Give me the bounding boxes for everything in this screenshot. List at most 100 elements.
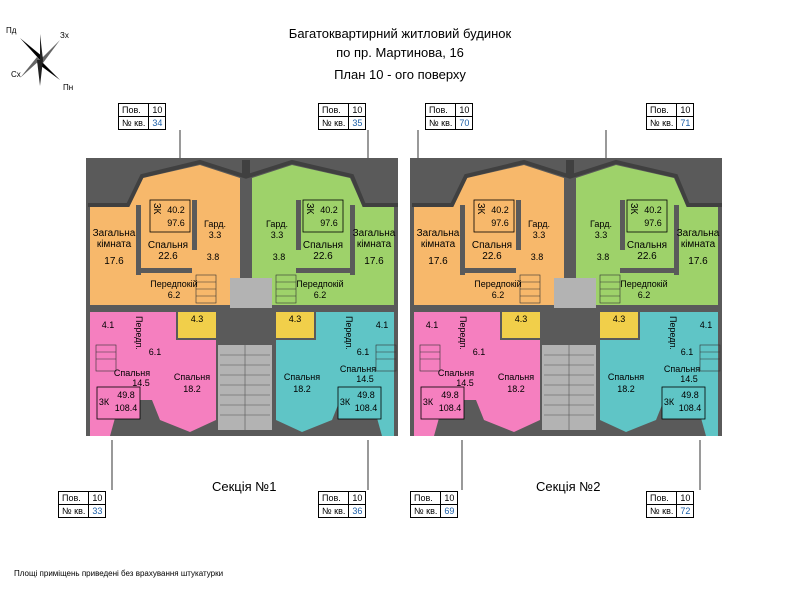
table-floor: 10 bbox=[348, 491, 367, 505]
table-row2-label: № кв. bbox=[645, 504, 678, 518]
apt-table-70: Пов.10 № кв.70 bbox=[424, 103, 474, 130]
s2-wardrobe-label: Гард. bbox=[528, 219, 550, 229]
table-row1-label: Пов. bbox=[645, 103, 678, 117]
s2-p-bed2-area: 18.2 bbox=[507, 384, 525, 394]
s2-hall2-area: 6.2 bbox=[637, 290, 651, 300]
s1-t-hall-area: 6.1 bbox=[356, 347, 370, 357]
table-floor: 10 bbox=[348, 103, 367, 117]
compass-se: Пн bbox=[63, 83, 74, 92]
title-line1: Багатоквартирний житловий будинок bbox=[288, 26, 512, 41]
s2-living2-area: 17.6 bbox=[688, 256, 708, 267]
s1-p-hall-area: 6.1 bbox=[148, 347, 162, 357]
s1-p-apt-area1: 49.8 bbox=[117, 390, 135, 400]
table-floor: 10 bbox=[440, 491, 459, 505]
table-floor: 10 bbox=[676, 491, 695, 505]
table-row1-label: Пов. bbox=[317, 103, 350, 117]
table-apt-number: 35 bbox=[348, 116, 367, 130]
s2-loggia-area: 4.3 bbox=[514, 314, 528, 324]
s2-bedroom-label: Спальня bbox=[471, 240, 513, 251]
s1-bath-area: 3.8 bbox=[206, 252, 220, 262]
s1-wardrobe2-label: Гард. bbox=[266, 219, 288, 229]
s2-hall-label: Передпокій bbox=[474, 279, 522, 289]
s1-t-apt-area2: 108.4 bbox=[354, 403, 378, 413]
s2-bath2-area: 3.8 bbox=[596, 252, 610, 262]
table-floor: 10 bbox=[88, 491, 107, 505]
footnote: Площі приміщень приведені без врахування… bbox=[14, 569, 224, 578]
s1-bedroom-area: 22.6 bbox=[158, 251, 178, 262]
s1-t-apt-type: 3К bbox=[339, 397, 351, 407]
s2-wardrobe-area: 3.3 bbox=[532, 230, 546, 240]
section-1-plan bbox=[86, 158, 398, 436]
compass-sw: Сх bbox=[11, 70, 21, 79]
s1-p-apt-area2: 108.4 bbox=[114, 403, 138, 413]
s1-p-bed2-area: 18.2 bbox=[183, 384, 201, 394]
s1-bedroom-label: Спальня bbox=[147, 240, 189, 251]
s1-p-apt-type: 3К bbox=[98, 397, 110, 407]
s2-living2-label: Загальна кімната bbox=[676, 228, 720, 250]
s1-apt2-type: 3К bbox=[304, 203, 315, 215]
table-apt-number: 33 bbox=[88, 504, 107, 518]
s1-t-hall-label: Передп. bbox=[344, 316, 354, 350]
s2-apt2-area1: 40.2 bbox=[644, 205, 662, 215]
compass-nw: Пд bbox=[6, 26, 17, 35]
apt-table-36: Пов.10 № кв.36 bbox=[317, 491, 367, 518]
s2-p-hall-area: 6.1 bbox=[472, 347, 486, 357]
section-2-caption: Секція №2 bbox=[536, 479, 601, 494]
s2-apt2-type: 3К bbox=[628, 203, 639, 215]
s1-wardrobe2-area: 3.3 bbox=[270, 230, 284, 240]
table-apt-number: 69 bbox=[440, 504, 459, 518]
s1-apt-area2: 97.6 bbox=[167, 218, 185, 228]
table-row1-label: Пов. bbox=[424, 103, 457, 117]
s2-t-bed1-label: Спальня bbox=[663, 364, 701, 374]
s1-p-bed2-label: Спальня bbox=[173, 372, 211, 382]
s2-t-apt-area1: 49.8 bbox=[681, 390, 699, 400]
table-row2-label: № кв. bbox=[645, 116, 678, 130]
s1-p-small-area: 4.1 bbox=[101, 320, 115, 330]
s1-t-bed1-area: 14.5 bbox=[356, 374, 374, 384]
s1-apt-area1: 40.2 bbox=[167, 205, 185, 215]
compass-ne: Зх bbox=[60, 31, 69, 40]
apt-table-34: Пов.10 № кв.34 bbox=[117, 103, 167, 130]
s1-hall2-area: 6.2 bbox=[313, 290, 327, 300]
table-row2-label: № кв. bbox=[317, 504, 350, 518]
s1-p-bed1-label: Спальня bbox=[113, 368, 151, 378]
table-row2-label: № кв. bbox=[409, 504, 442, 518]
apt-table-69: Пов.10 № кв.69 bbox=[409, 491, 459, 518]
s1-t-apt-area1: 49.8 bbox=[357, 390, 375, 400]
s1-apt2-area1: 40.2 bbox=[320, 205, 338, 215]
s1-living2-label: Загальна кімната bbox=[352, 228, 396, 250]
s2-t-small-area: 4.1 bbox=[699, 320, 713, 330]
s1-apt2-area2: 97.6 bbox=[320, 218, 338, 228]
table-row2-label: № кв. bbox=[57, 504, 90, 518]
s2-p-small-area: 4.1 bbox=[425, 320, 439, 330]
s1-bedroom2-label: Спальня bbox=[302, 240, 344, 251]
s2-wardrobe2-label: Гард. bbox=[590, 219, 612, 229]
table-apt-number: 72 bbox=[676, 504, 695, 518]
s1-p-hall-label: Передп. bbox=[134, 316, 144, 350]
s1-t-bed2-label: Спальня bbox=[283, 372, 321, 382]
s2-t-bed2-area: 18.2 bbox=[617, 384, 635, 394]
s2-living-label: Загальна кімната bbox=[416, 228, 460, 250]
s2-bedroom2-label: Спальня bbox=[626, 240, 668, 251]
s1-hall2-label: Передпокій bbox=[296, 279, 344, 289]
s2-p-bed1-area: 14.5 bbox=[456, 378, 474, 388]
s2-p-bed1-label: Спальня bbox=[437, 368, 475, 378]
s2-apt-type: 3К bbox=[475, 203, 486, 215]
apt-table-35: Пов.10 № кв.35 bbox=[317, 103, 367, 130]
apt-table-72: Пов.10 № кв.72 bbox=[645, 491, 695, 518]
s2-t-bed2-label: Спальня bbox=[607, 372, 645, 382]
s2-t-hall-area: 6.1 bbox=[680, 347, 694, 357]
s2-living-area: 17.6 bbox=[428, 256, 448, 267]
table-floor: 10 bbox=[148, 103, 167, 117]
s1-loggia-area: 4.3 bbox=[190, 314, 204, 324]
s2-t-apt-type: 3К bbox=[663, 397, 675, 407]
s2-loggia2-area: 4.3 bbox=[612, 314, 626, 324]
s2-bedroom-area: 22.6 bbox=[482, 251, 502, 262]
section-1-caption: Секція №1 bbox=[212, 479, 277, 494]
table-row1-label: Пов. bbox=[117, 103, 150, 117]
apt-table-71: Пов.10 № кв.71 bbox=[645, 103, 695, 130]
s2-hall2-label: Передпокій bbox=[620, 279, 668, 289]
table-apt-number: 71 bbox=[676, 116, 695, 130]
title-line2: по пр. Мартинова, 16 bbox=[336, 45, 464, 60]
